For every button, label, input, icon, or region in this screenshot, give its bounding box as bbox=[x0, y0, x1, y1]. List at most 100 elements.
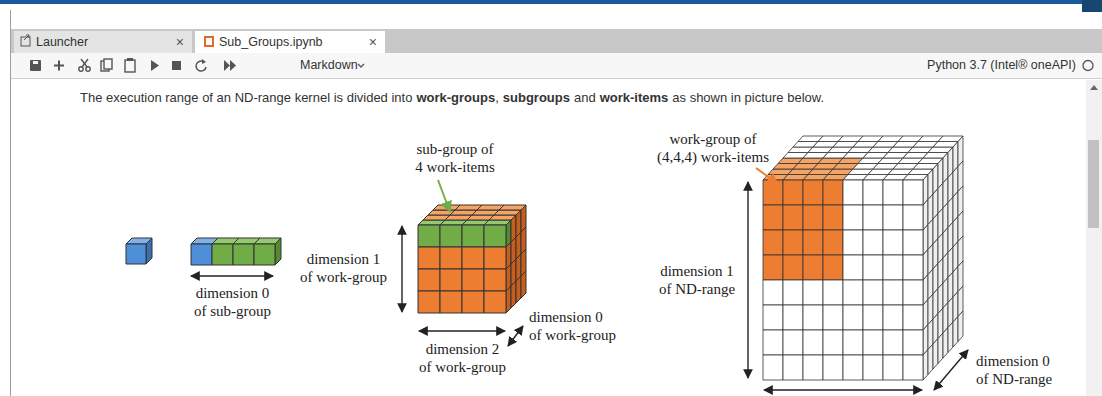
cube-cell bbox=[783, 205, 803, 230]
cube-cell bbox=[763, 355, 783, 380]
dimension-arrow bbox=[508, 326, 523, 346]
cube-cell bbox=[883, 180, 903, 205]
cube-cell bbox=[843, 355, 863, 380]
cube-cell bbox=[212, 244, 233, 265]
cube-cell bbox=[863, 305, 883, 330]
cube-cell bbox=[440, 247, 462, 269]
cube-cell bbox=[462, 269, 484, 291]
cube-cell bbox=[823, 230, 843, 255]
cube-cell bbox=[783, 355, 803, 380]
cube-cell bbox=[440, 225, 462, 247]
dimension-label: dimension 0 of work-group bbox=[529, 308, 618, 344]
cube-cell bbox=[863, 205, 883, 230]
dimension-label: dimension 0 of sub-group bbox=[188, 284, 277, 320]
cube-cell bbox=[823, 305, 843, 330]
dimension-arrow bbox=[401, 226, 402, 312]
callout-label-box: work-group of (4,4,4) work-items bbox=[654, 130, 772, 166]
callout-arrow bbox=[438, 180, 450, 212]
cube-cell bbox=[803, 355, 823, 380]
cube-cell bbox=[462, 291, 484, 313]
cube-cell bbox=[863, 355, 883, 380]
kernel-name: Python 3.7 (Intel® oneAPI) bbox=[927, 58, 1076, 72]
cube-cell bbox=[516, 276, 521, 303]
dimension-arrow bbox=[934, 350, 968, 390]
cube-cell bbox=[763, 205, 783, 230]
cube-cell bbox=[418, 247, 440, 269]
dimension-arrow bbox=[419, 330, 505, 331]
cube-cell bbox=[863, 230, 883, 255]
cube-cell bbox=[883, 355, 903, 380]
cube-cell bbox=[783, 330, 803, 355]
cube-cell bbox=[506, 286, 511, 313]
dimension-label-box: dimension 0 of ND-range bbox=[976, 352, 1058, 388]
cube-cell bbox=[418, 291, 440, 313]
cube-cell bbox=[843, 205, 863, 230]
cube-cell bbox=[803, 330, 823, 355]
cube-cell bbox=[903, 180, 923, 205]
cube-cell bbox=[883, 205, 903, 230]
cube-cell bbox=[883, 305, 903, 330]
cube-cell bbox=[903, 330, 923, 355]
cube-cell bbox=[763, 305, 783, 330]
cube-cell bbox=[843, 280, 863, 305]
cell-type-dropdown-box: Markdown bbox=[300, 58, 358, 72]
cube-cell bbox=[462, 247, 484, 269]
cube-cell bbox=[783, 255, 803, 280]
dimension-label: dimension 0 of ND-range bbox=[976, 352, 1058, 388]
cube-cell bbox=[863, 180, 883, 205]
dimension-label-box: dimension 0 of sub-group bbox=[188, 284, 277, 320]
cube-cell bbox=[254, 244, 275, 265]
cube-cell bbox=[903, 255, 923, 280]
cube-cell bbox=[883, 330, 903, 355]
cube-cell bbox=[823, 180, 843, 205]
cell-type-dropdown: Markdown bbox=[300, 58, 358, 72]
callout-arrow bbox=[756, 168, 778, 184]
cube-cell bbox=[783, 305, 803, 330]
tab-title: Sub_Groups.ipynb bbox=[219, 35, 323, 49]
cube-cell bbox=[843, 180, 863, 205]
cube-cell bbox=[440, 291, 462, 313]
bold-term: subgroups bbox=[503, 90, 570, 105]
cube-cell bbox=[783, 230, 803, 255]
cube-cell bbox=[953, 317, 958, 348]
cube-cell bbox=[903, 355, 923, 380]
close-button: × bbox=[369, 34, 377, 50]
cube-cell bbox=[126, 244, 146, 264]
cube-cell bbox=[803, 255, 823, 280]
callout-label: sub-group of 4 work-items bbox=[413, 140, 497, 176]
cube-cell bbox=[843, 230, 863, 255]
cube-cell bbox=[863, 330, 883, 355]
cube-cell bbox=[928, 344, 933, 375]
cube-cell bbox=[943, 328, 948, 359]
cube-cell bbox=[883, 230, 903, 255]
tab-title: Launcher bbox=[36, 35, 88, 49]
cube-cell bbox=[763, 330, 783, 355]
cube-cell bbox=[803, 305, 823, 330]
dimension-label-box: dimension 1 of ND-range bbox=[656, 262, 738, 298]
cube-cell bbox=[863, 280, 883, 305]
cube-cell bbox=[763, 180, 783, 205]
cube-cell bbox=[803, 205, 823, 230]
cube-cell bbox=[923, 350, 928, 381]
paragraph-text: as shown in picture below. bbox=[672, 90, 824, 105]
cube-cell bbox=[440, 269, 462, 291]
cube-cell bbox=[484, 291, 506, 313]
editor-tab: Launcher × bbox=[14, 31, 192, 53]
cube-cell bbox=[863, 255, 883, 280]
close-button: × bbox=[176, 34, 184, 50]
paragraph-text: The execution range of an ND-range kerne… bbox=[80, 90, 412, 105]
cube-cell bbox=[903, 205, 923, 230]
paragraph-text: , bbox=[495, 90, 499, 105]
cube-cell bbox=[521, 271, 526, 298]
cube-cell bbox=[783, 180, 803, 205]
cube-cell bbox=[843, 330, 863, 355]
cube-cell bbox=[938, 333, 943, 364]
dimension-arrow bbox=[191, 275, 273, 276]
cube-cell bbox=[843, 305, 863, 330]
cube-cell bbox=[823, 205, 843, 230]
cube-cell bbox=[958, 311, 963, 342]
cube-cell bbox=[948, 322, 953, 353]
paragraph-text: and bbox=[574, 90, 596, 105]
cube-cell bbox=[823, 330, 843, 355]
